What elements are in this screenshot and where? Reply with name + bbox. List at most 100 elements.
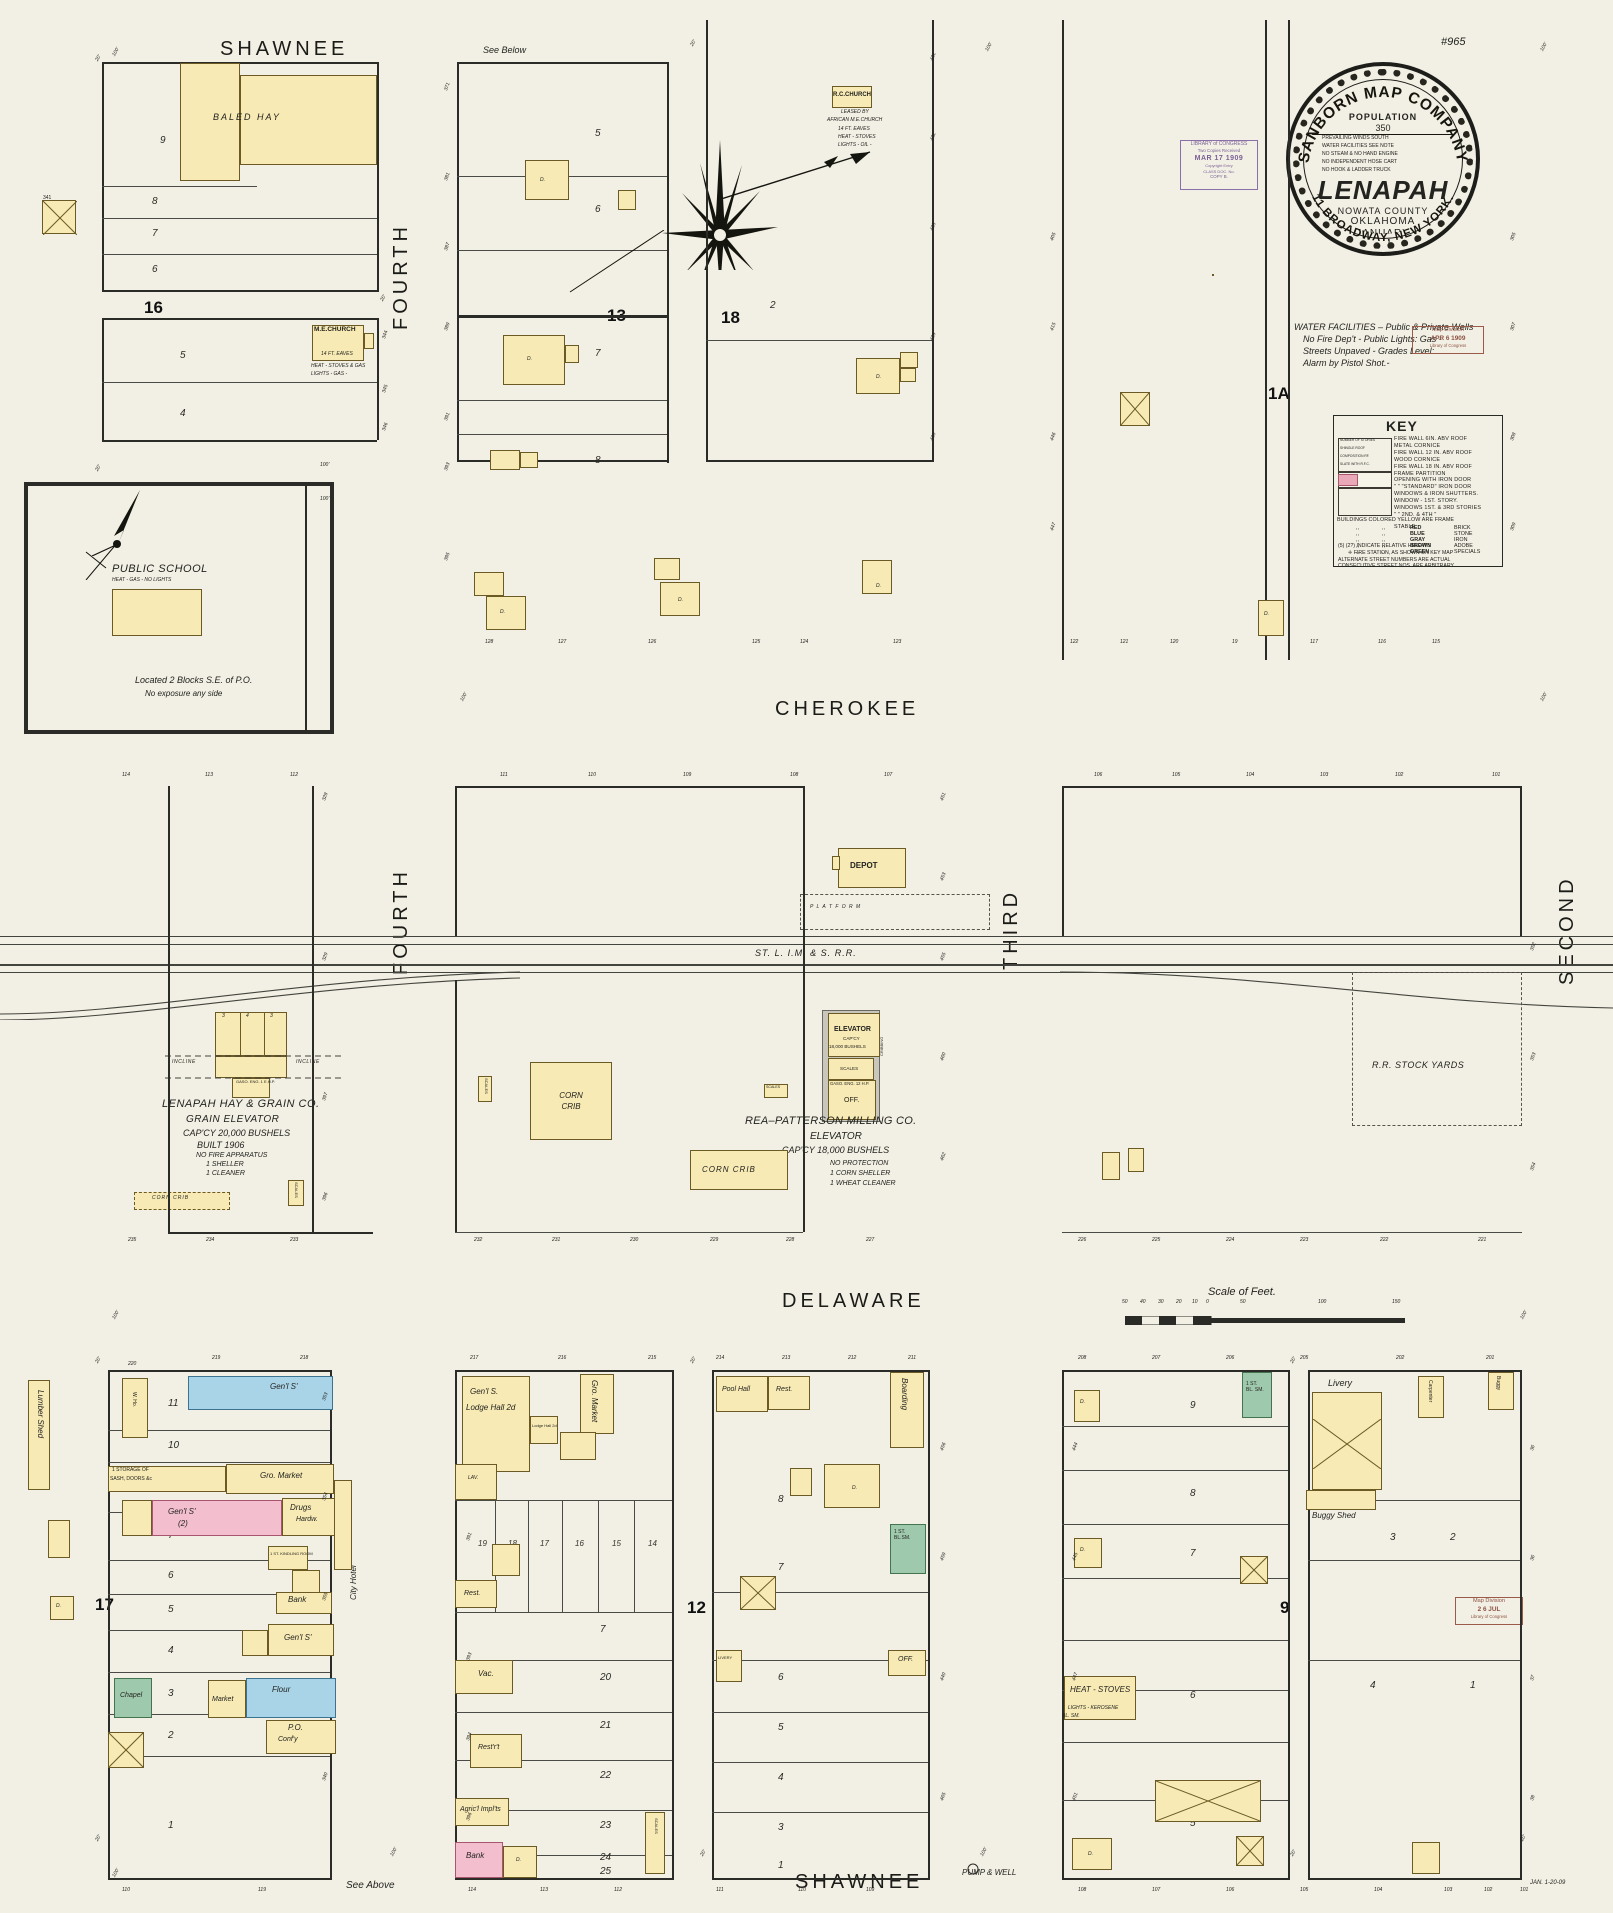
- label-gro-market-17: Gro. Market: [260, 1471, 303, 1480]
- seal-population-value: 350: [1308, 123, 1458, 136]
- label-rea-line5: 1 CORN SHELLER: [830, 1170, 891, 1177]
- water-note-line-1: No Fire Dep't - Public Lights: Gas -: [1303, 334, 1442, 344]
- building-scales-center: [478, 1076, 492, 1102]
- key-color-name-1: BLUE: [1410, 531, 1425, 537]
- label-public-school-sub: HEAT - GAS - NO LIGHTS: [112, 577, 172, 583]
- building-drugs-hardware: [282, 1498, 338, 1536]
- label-livery: Livery: [1328, 1378, 1353, 1388]
- key-color-meaning-0: BRICK: [1454, 525, 1471, 531]
- building-livery: [1312, 1392, 1382, 1490]
- building-1a-b: [1212, 274, 1214, 276]
- building-dwelling-13h: [486, 596, 526, 630]
- building-9-blacksmith: [1242, 1372, 1272, 1418]
- building-flour: [246, 1678, 336, 1718]
- street-label-cherokee: CHEROKEE: [775, 698, 920, 720]
- building-9-hatched-b: [1236, 1836, 1264, 1866]
- key-color-meaning-4: SPECIALS: [1454, 549, 1481, 555]
- label-genl-store-pink-2: (2): [178, 1519, 188, 1528]
- building-12-bank-annex: [503, 1846, 537, 1878]
- building-carpenter: [1418, 1376, 1444, 1418]
- building-1a-a: [1120, 392, 1150, 426]
- building-vacant-12: [455, 1660, 513, 1694]
- seal-population-label: POPULATION: [1348, 112, 1418, 122]
- scale-tick-40: 40: [1140, 1299, 1146, 1305]
- water-note-line-2: Streets Unpaved - Grades Level:: [1303, 346, 1435, 356]
- seal-note-3: NO INDEPENDENT HOSE CART: [1322, 159, 1398, 165]
- building-genl-store-yellow: [268, 1624, 334, 1656]
- building-public-school: [112, 589, 202, 636]
- scale-tick-50l: 50: [1122, 1299, 1128, 1305]
- building-13e: [490, 450, 520, 470]
- building-kindling-room: [268, 1546, 308, 1570]
- seal-note-0: PREVAILING WINDS SOUTH: [1322, 135, 1389, 141]
- label-rea-line2: ELEVATOR: [810, 1131, 862, 1142]
- label-buggy: Buggy: [1495, 1376, 1501, 1391]
- building-lumber-shed: [28, 1380, 50, 1490]
- key-color-meaning-1: STONE: [1454, 531, 1473, 537]
- building-12e-small2: [716, 1650, 742, 1682]
- rail-siding-curve: [0, 971, 520, 1020]
- sheet-bottom-note: JAN. 1-20-09: [1530, 1880, 1566, 1886]
- label-platform: P L A T F O R M: [810, 904, 862, 910]
- key-legend-row-7: " " "STANDARD" IRON DOOR: [1394, 484, 1472, 491]
- building-dwelling-13c: [503, 335, 565, 385]
- label-rc-church-sub5: LIGHTS - OIL -: [838, 142, 872, 148]
- compass-rose-icon: [662, 140, 778, 270]
- building-12e-hatched: [740, 1576, 776, 1610]
- building-18b: [900, 352, 918, 368]
- street-label-delaware: DELAWARE: [782, 1290, 925, 1312]
- label-see-below: See Below: [483, 45, 527, 55]
- street-label-shawnee-bottom: SHAWNEE: [795, 1871, 924, 1893]
- key-heights-panel: NUMBER OF STORIES SHINGLE ROOF COMPOSITI…: [1338, 438, 1392, 472]
- building-17-dwelling: [50, 1596, 74, 1620]
- building-13b: [618, 190, 636, 210]
- label-hardware: Hardw.: [296, 1516, 318, 1523]
- key-heights-row-3: SLATE WITH R.F.C.: [1340, 462, 1370, 466]
- label-railroad: ST. L. I.M. & S. R.R.: [755, 948, 857, 958]
- seal-note-1: WATER FACILITIES SEE NOTE: [1322, 143, 1394, 149]
- building-storage-sash-doors: [108, 1466, 226, 1492]
- key-sample-grid: [1338, 488, 1392, 516]
- compass-pointer-line: [718, 151, 871, 201]
- building-dwelling-18f: [660, 582, 700, 616]
- label-lenapah-line7: 1 CLEANER: [206, 1170, 245, 1177]
- key-legend-row-1: METAL CORNICE: [1394, 442, 1441, 449]
- title-seal: SANBORN MAP COMPANY 11 BROADWAY, NEW YOR…: [1286, 62, 1480, 256]
- label-genl-store-yellow: Gen'l S': [284, 1633, 312, 1642]
- building-1a-c: [1258, 600, 1284, 636]
- building-genl-store-blue: [188, 1376, 333, 1410]
- school-leader-line: [85, 541, 119, 580]
- building-baled-hay-east: [240, 75, 377, 165]
- key-color-name-4: GREEN: [1410, 549, 1430, 555]
- key-color-name-0: RED: [1410, 525, 1422, 531]
- building-buggy-shed: [1306, 1490, 1376, 1510]
- building-18e: [654, 558, 680, 580]
- label-me-church-heat: HEAT - STOVES & GAS: [311, 363, 366, 369]
- key-heights-row-0: NUMBER OF STORIES: [1340, 438, 1376, 442]
- building-yard-small-b: [1128, 1148, 1144, 1172]
- building-13g: [474, 572, 504, 596]
- label-restaurant-12: Rest.: [464, 1590, 481, 1597]
- building-9-dwelling-b: [1074, 1538, 1102, 1568]
- label-scale-of-feet: Scale of Feet.: [1208, 1286, 1276, 1298]
- label-genl-store-blue: Gen'l S': [270, 1382, 298, 1391]
- block-number-12: 12: [687, 1598, 706, 1617]
- building-17-westsmall: [48, 1520, 70, 1558]
- north-arrow-icon: [91, 490, 140, 556]
- building-13f: [520, 452, 538, 468]
- label-lodge-hall: Lodge Hall 2d: [466, 1403, 516, 1412]
- label-rc-church-sub4: HEAT - STOVES: [838, 134, 876, 140]
- key-heights-row-1: SHINGLE ROOF: [1340, 446, 1365, 450]
- map-division-stamp-2: Map Division 2 6 JUL Library of Congress: [1455, 1597, 1523, 1625]
- label-rc-church-sub3: 14 FT. EAVES: [838, 126, 870, 132]
- label-vacant-12: Vac.: [478, 1669, 494, 1678]
- building-12-lav: [455, 1464, 497, 1500]
- key-title: KEY: [1386, 418, 1418, 434]
- label-rea-cap2: 18,000 BUSHELS: [829, 1044, 866, 1049]
- note-school-location: Located 2 Blocks S.E. of P.O.: [135, 675, 253, 685]
- building-gro-market-12: [580, 1374, 614, 1434]
- building-12-annex: [560, 1432, 596, 1460]
- block-number-16: 16: [144, 298, 163, 317]
- key-legend-row-10: WINDOWS 1ST. & 3RD STORIES: [1394, 505, 1482, 512]
